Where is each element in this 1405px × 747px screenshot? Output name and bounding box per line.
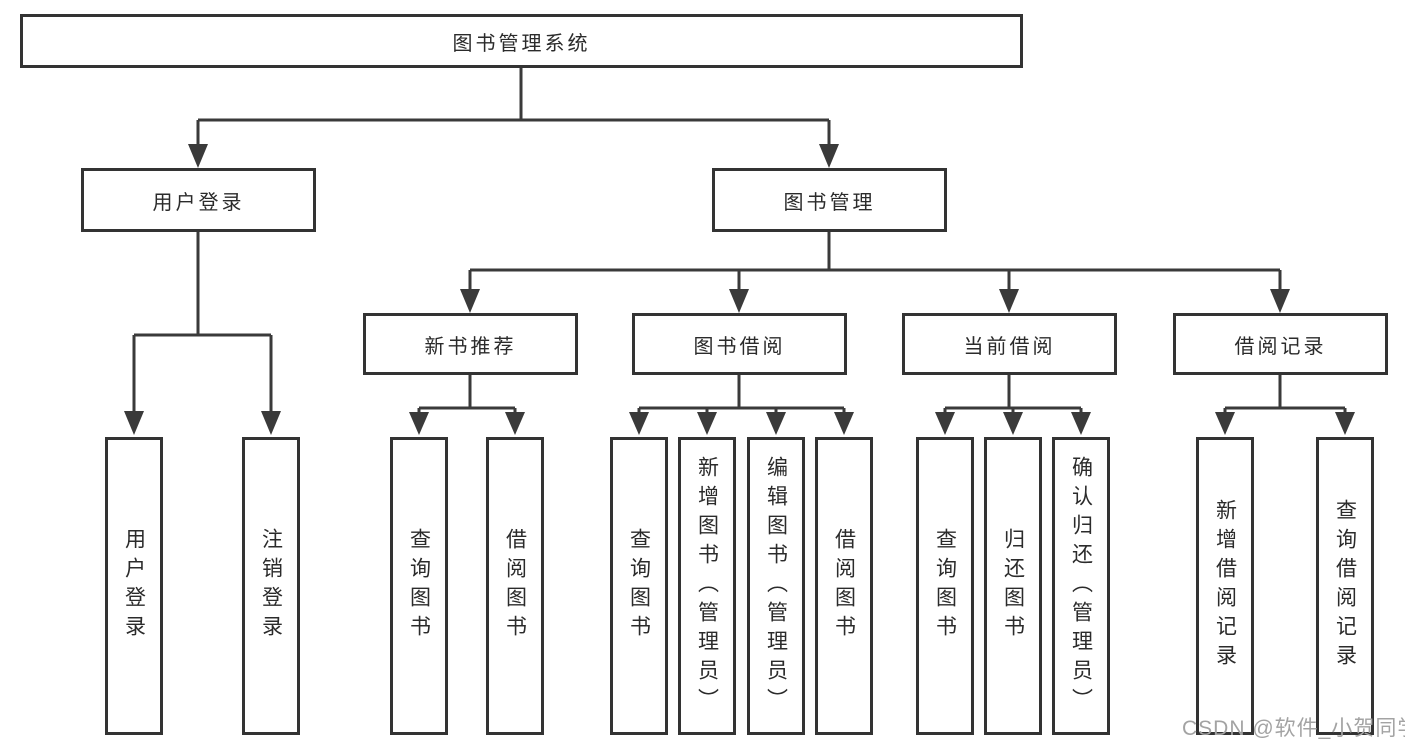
leaf-query-books-recommend-label: 查询图书 xyxy=(407,528,431,644)
leaf-borrow-books-recommend: 借阅图书 xyxy=(486,437,544,735)
leaf-user-login-label: 用户登录 xyxy=(122,528,146,644)
leaf-edit-book-admin-label: 编辑图书（管理员） xyxy=(764,455,788,717)
node-borrow-records-label: 借阅记录 xyxy=(1234,335,1327,358)
node-borrow-records: 借阅记录 xyxy=(1173,313,1388,375)
leaf-borrow-books-recommend-label: 借阅图书 xyxy=(503,528,527,644)
node-book-borrow: 图书借阅 xyxy=(632,313,847,375)
leaf-query-books-borrow: 查询图书 xyxy=(610,437,668,735)
node-new-book-recommend-label: 新书推荐 xyxy=(424,335,517,358)
node-current-borrow-label: 当前借阅 xyxy=(963,335,1056,358)
node-library-system: 图书管理系统 xyxy=(20,14,1023,68)
node-user-login: 用户登录 xyxy=(81,168,316,232)
leaf-logout-label: 注销登录 xyxy=(259,528,283,644)
node-current-borrow: 当前借阅 xyxy=(902,313,1117,375)
node-book-borrow-label: 图书借阅 xyxy=(693,335,786,358)
leaf-confirm-return-admin-label: 确认归还（管理员） xyxy=(1069,455,1093,717)
leaf-confirm-return-admin: 确认归还（管理员） xyxy=(1052,437,1110,735)
node-library-system-label: 图书管理系统 xyxy=(452,32,591,55)
leaf-return-book: 归还图书 xyxy=(984,437,1042,735)
leaf-add-borrow-record: 新增借阅记录 xyxy=(1196,437,1254,735)
leaf-return-book-label: 归还图书 xyxy=(1001,528,1025,644)
leaf-query-borrow-record-label: 查询借阅记录 xyxy=(1333,499,1357,673)
leaf-borrow-books-label: 借阅图书 xyxy=(832,528,856,644)
leaf-logout: 注销登录 xyxy=(242,437,300,735)
leaf-user-login: 用户登录 xyxy=(105,437,163,735)
leaf-add-borrow-record-label: 新增借阅记录 xyxy=(1213,499,1237,673)
leaf-query-books-recommend: 查询图书 xyxy=(390,437,448,735)
csdn-watermark: CSDN @软件_小贺同学 xyxy=(1182,717,1405,740)
leaf-borrow-books: 借阅图书 xyxy=(815,437,873,735)
node-user-login-label: 用户登录 xyxy=(152,191,245,214)
leaf-edit-book-admin: 编辑图书（管理员） xyxy=(747,437,805,735)
leaf-query-books-borrow-label: 查询图书 xyxy=(627,528,651,644)
leaf-add-book-admin-label: 新增图书（管理员） xyxy=(695,455,719,717)
leaf-query-borrow-record: 查询借阅记录 xyxy=(1316,437,1374,735)
leaf-query-books-current: 查询图书 xyxy=(916,437,974,735)
node-book-management-label: 图书管理 xyxy=(783,191,876,214)
leaf-add-book-admin: 新增图书（管理员） xyxy=(678,437,736,735)
node-book-management: 图书管理 xyxy=(712,168,947,232)
leaf-query-books-current-label: 查询图书 xyxy=(933,528,957,644)
node-new-book-recommend: 新书推荐 xyxy=(363,313,578,375)
